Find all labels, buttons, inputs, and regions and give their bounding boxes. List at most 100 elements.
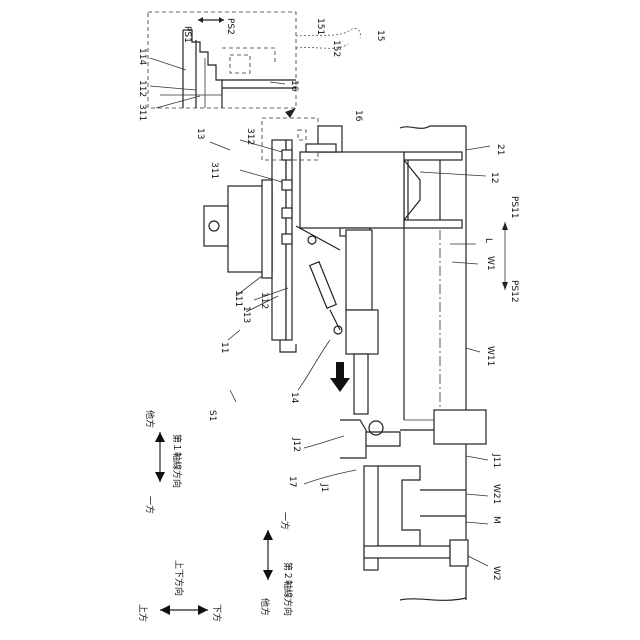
link-pivot-top xyxy=(308,236,316,244)
leader-112a xyxy=(150,86,196,90)
leader-w11 xyxy=(466,348,480,352)
axis2-end-a: 一方 xyxy=(279,512,291,530)
axis2-title: 第２軸線方向 xyxy=(282,562,294,616)
block-311 xyxy=(282,180,292,190)
axis1-end-b: 他方 xyxy=(144,410,156,428)
workpiece-w2-break xyxy=(400,598,466,600)
label-17: 17 xyxy=(287,476,297,487)
lift-base xyxy=(346,310,378,354)
leader-j12 xyxy=(304,436,344,448)
label-152: 152 xyxy=(331,40,341,57)
block-312 xyxy=(282,150,292,160)
leader-w21 xyxy=(466,494,488,496)
leader-21 xyxy=(466,146,490,150)
label-112b: 112 xyxy=(259,292,269,309)
block-311-3 xyxy=(282,234,292,244)
label-13: 13 xyxy=(195,128,205,139)
label-111: 111 xyxy=(233,290,243,307)
label-114: 114 xyxy=(137,48,147,65)
leader-m xyxy=(466,522,488,524)
vertical-title: 上下方向 xyxy=(173,560,185,596)
label-16b: 16 xyxy=(353,110,363,122)
label-21: 21 xyxy=(495,144,505,155)
axis1-arrowhead-top xyxy=(155,432,165,442)
label-ps12: PS12 xyxy=(509,280,519,303)
label-L: L xyxy=(483,238,493,243)
label-ps11: PS11 xyxy=(509,196,519,219)
label-w11: W11 xyxy=(485,346,495,366)
column-21-top-bar xyxy=(404,152,462,160)
movement-arrow xyxy=(330,362,350,392)
lift-rod xyxy=(354,354,368,414)
lift-column xyxy=(346,230,372,310)
vertical-up: 上方 xyxy=(137,604,149,622)
label-ps1: PS1 xyxy=(182,26,192,43)
label-12: 12 xyxy=(489,172,499,183)
inset-ps-arrowhead-left xyxy=(198,17,203,23)
label-w2: W2 xyxy=(491,566,501,581)
leader-13 xyxy=(210,142,230,150)
label-j1: J1 xyxy=(319,483,329,492)
leader-16a xyxy=(270,82,285,84)
column-21-bottom-bar xyxy=(404,220,462,228)
sensor-16-window xyxy=(298,130,306,140)
leader-311a xyxy=(156,96,200,108)
axis1-arrowhead-bottom xyxy=(155,472,165,482)
plate-113-hook xyxy=(280,340,296,352)
carriage-12 xyxy=(300,152,404,228)
clamp-j12-body xyxy=(340,420,366,458)
frame-j1-base xyxy=(364,546,450,558)
leader-s1 xyxy=(230,390,236,402)
inset-ps-arrowhead-right xyxy=(219,17,224,23)
sensor-16-base xyxy=(306,144,336,152)
vertical-down: 下方 xyxy=(211,604,223,622)
chuck-j11 xyxy=(434,410,486,444)
detail-inset: PS1 PS2 151 152 15 114 112 311 16 xyxy=(137,12,385,121)
block-311-2 xyxy=(282,208,292,218)
vertical-arrowhead-right xyxy=(198,605,208,615)
main-mechanism: 312 13 311 16 21 12 PS11 L W1 PS12 111 1… xyxy=(195,110,519,600)
label-11: 11 xyxy=(219,342,229,353)
dimension-ps-head-top xyxy=(502,222,508,230)
vertical-arrowhead-left xyxy=(160,605,170,615)
direction-legends: 他方 一方 第１軸線方向 一方 他方 第２軸線方向 上方 下方 上下方向 xyxy=(137,410,294,622)
motor-111-bolt xyxy=(209,221,219,231)
label-m: M xyxy=(491,516,501,524)
leader-w2 xyxy=(468,556,488,566)
axis2-arrowhead-top xyxy=(263,530,273,540)
axis2-end-b: 他方 xyxy=(259,598,271,616)
clamp-j12-pivot xyxy=(369,421,383,435)
leader-w1 xyxy=(452,262,478,264)
axis1-end-a: 一方 xyxy=(144,496,156,514)
label-j11: J11 xyxy=(491,453,501,468)
motor-111-flange xyxy=(262,180,272,278)
leader-114 xyxy=(150,58,186,70)
dimension-ps-head-bottom xyxy=(502,282,508,290)
label-151: 151 xyxy=(315,18,325,35)
link-arm-upper xyxy=(296,226,340,250)
label-312: 312 xyxy=(245,128,255,145)
label-14: 14 xyxy=(289,392,299,404)
link-chain-14 xyxy=(310,262,337,308)
label-ps2: PS2 xyxy=(225,18,235,35)
leader-j11 xyxy=(466,456,488,460)
label-w21: W21 xyxy=(491,484,501,504)
workpiece-w1-top-break xyxy=(400,126,466,128)
inset-connector-arrow xyxy=(285,108,296,118)
label-112a: 112 xyxy=(137,80,147,97)
label-w1: W1 xyxy=(485,256,495,271)
column-21-brace xyxy=(404,160,420,220)
inset-range-dotted-1 xyxy=(296,28,360,38)
leader-17 xyxy=(304,470,356,484)
frame-j1-profile xyxy=(378,466,420,546)
label-311a: 311 xyxy=(137,104,147,121)
leader-11 xyxy=(228,330,240,340)
label-16a: 16 xyxy=(289,80,299,92)
axis2-arrowhead-bottom xyxy=(263,570,273,580)
leader-12 xyxy=(420,172,486,176)
label-15: 15 xyxy=(375,30,385,41)
label-s1: S1 xyxy=(207,410,217,421)
clamp-j12-arm xyxy=(366,432,400,446)
